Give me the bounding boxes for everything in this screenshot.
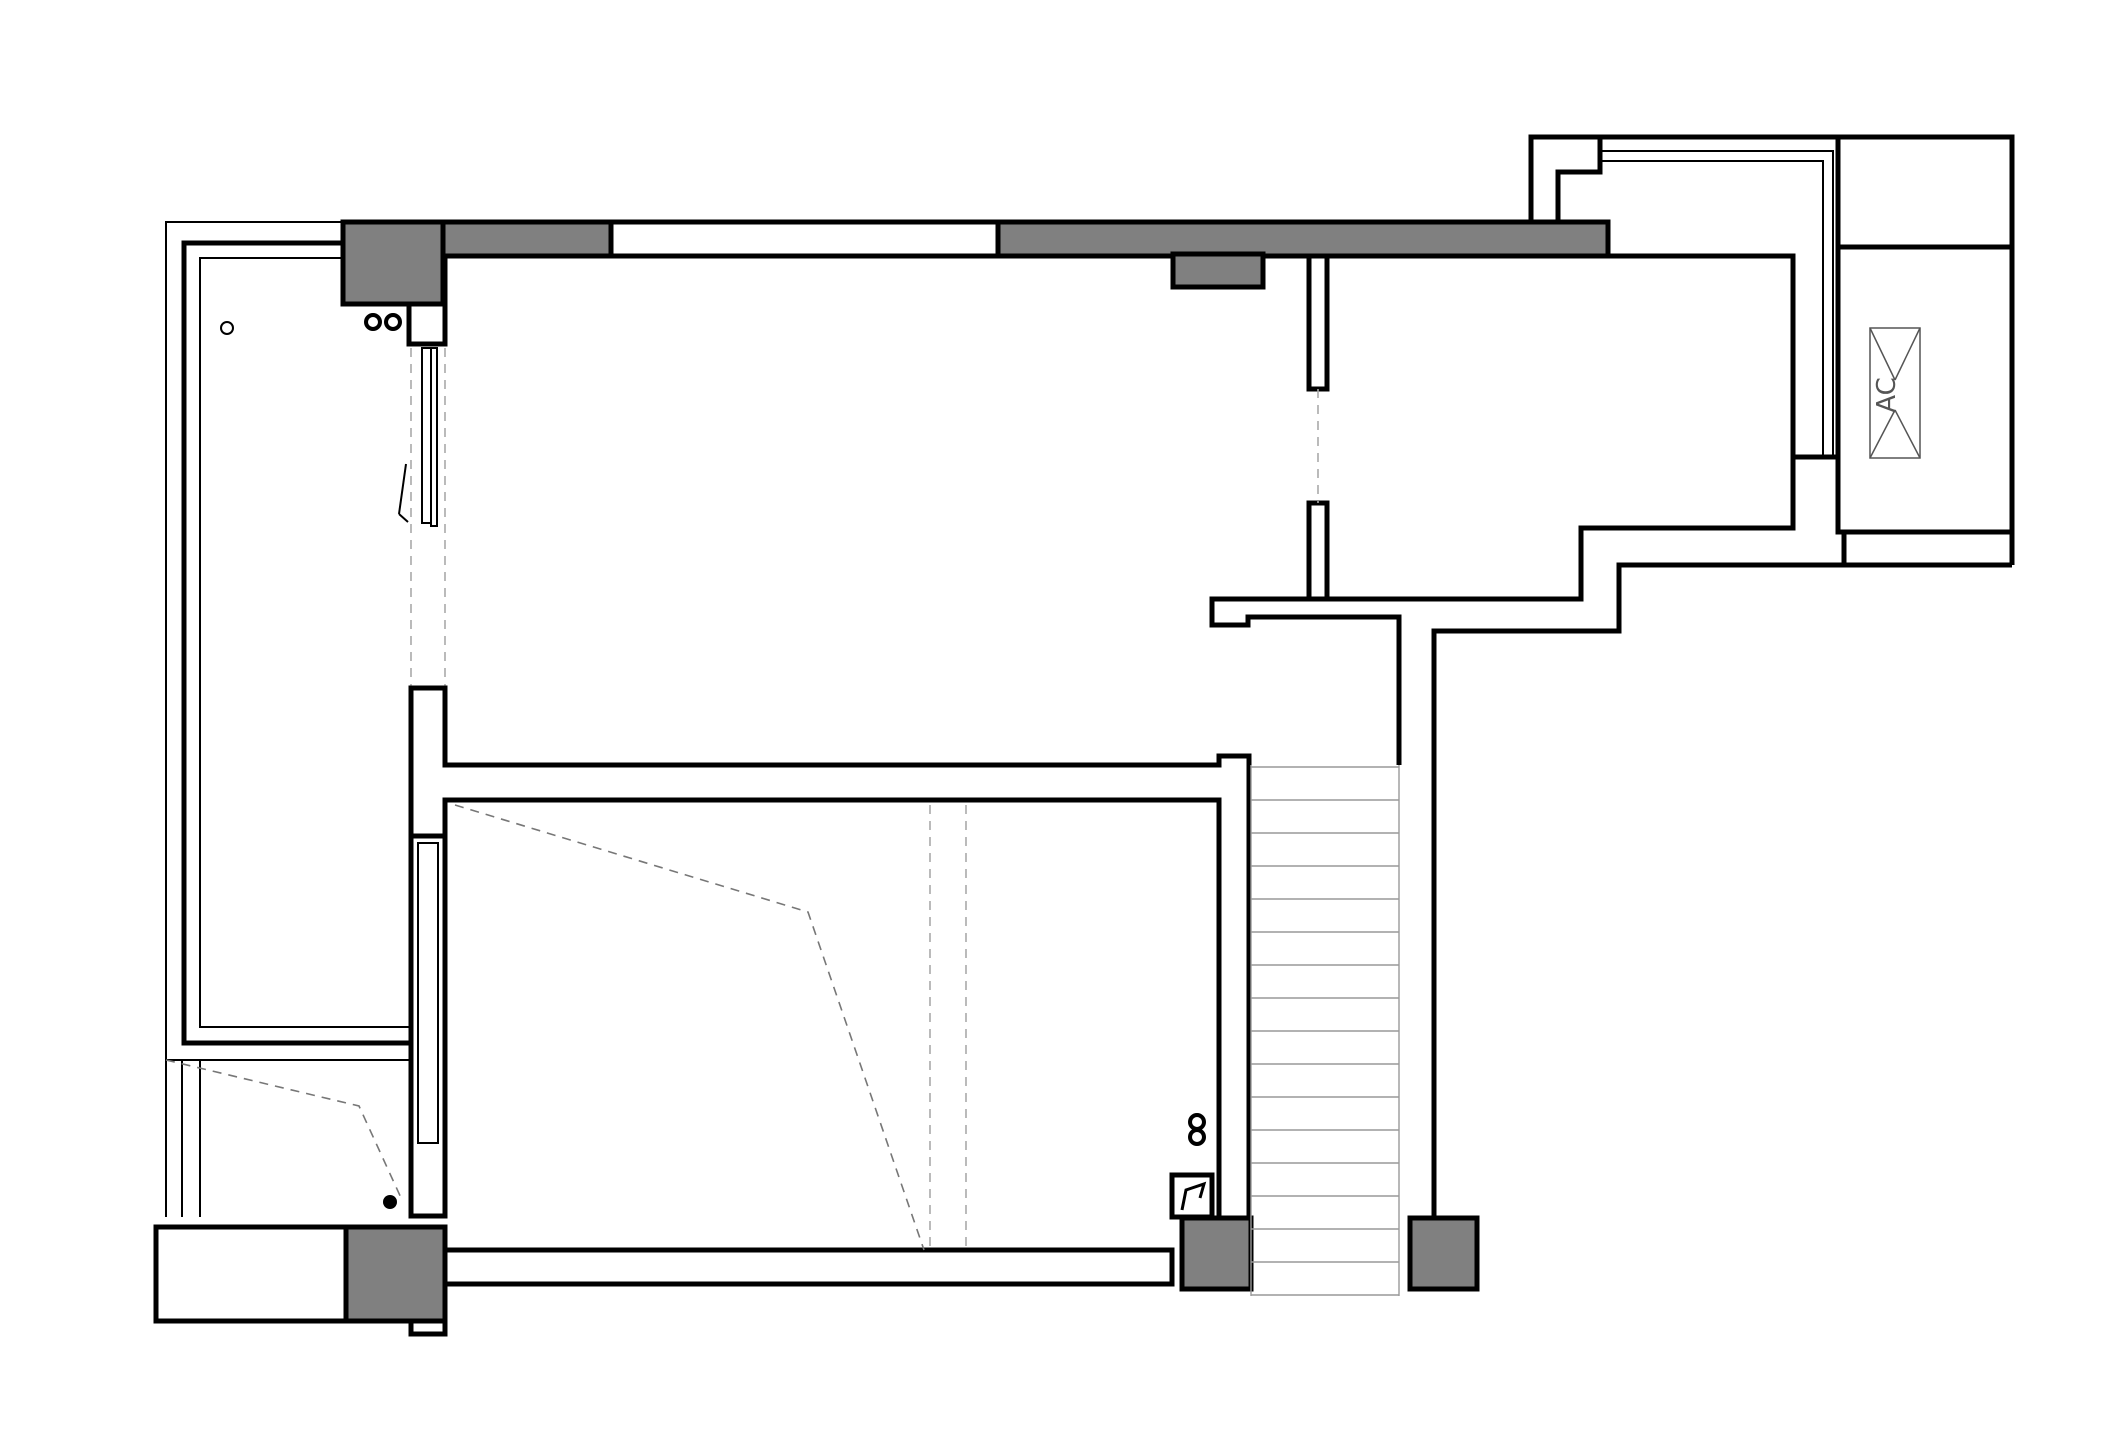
door-panel (430, 347, 438, 527)
bedroom (408, 685, 1252, 1287)
utility-shaft (1169, 1172, 1215, 1220)
column-southeast (1407, 1215, 1480, 1292)
door-handle (398, 513, 409, 523)
pipe-icon (1188, 1113, 1206, 1131)
balcony-sliding-door (398, 347, 446, 688)
balcony-parapet (181, 240, 410, 1046)
drain-icon (383, 1195, 397, 1209)
balcony-parapet-inner (199, 257, 410, 1028)
annex-wall (1528, 134, 1600, 222)
partition-wall-lower (1306, 500, 1330, 602)
north-wall-column (1170, 251, 1266, 290)
pipe-icon (1188, 1128, 1206, 1146)
corner-column-northwest (340, 219, 446, 307)
balcony-railing-outer (165, 221, 410, 1061)
ac-unit-line (1869, 327, 1896, 381)
north-interior-wall (1263, 253, 1796, 457)
ac-unit-line (1894, 409, 1921, 459)
ac-unit-label: AC (1872, 377, 1902, 412)
drain-icon (220, 321, 234, 335)
northeast-annex (1528, 134, 2015, 568)
ac-ledge (1835, 244, 2015, 535)
bedroom-north-wall (408, 685, 1252, 1221)
ac-unit-line (1894, 327, 1921, 381)
door-panel (421, 347, 432, 524)
ac-ledge-upper (1835, 134, 2015, 250)
ac-unit: AC (1869, 327, 1921, 459)
utility-shaft-icon (1180, 1181, 1207, 1211)
door-swing-outline (165, 1059, 403, 1201)
column-base (408, 1318, 448, 1337)
west-balcony (165, 221, 410, 1217)
north-wall-solid-east (995, 219, 1611, 259)
partition-wall-upper (1306, 253, 1330, 392)
bedroom-south-wall (442, 1247, 1175, 1287)
bedroom-window (417, 842, 439, 1144)
annex-inner-line (1600, 160, 1824, 457)
southwest-balcony (153, 1224, 349, 1324)
column-southwest (343, 1224, 448, 1324)
north-window (608, 219, 1001, 259)
ac-unit-line (1869, 409, 1896, 459)
ac-unit-box (1869, 327, 1921, 459)
pipe-icon (384, 313, 402, 331)
annex-inner-line (1600, 150, 1834, 457)
staircase (1250, 765, 1400, 1296)
east-exterior-wall (1431, 528, 1847, 1218)
annex-wall (1555, 137, 1603, 222)
bedroom-west-wall (408, 833, 448, 1219)
column-south (1179, 1215, 1254, 1292)
corridor-wall (1209, 596, 1402, 765)
east-room-wall (1327, 454, 1808, 602)
door-handle (398, 463, 407, 515)
wall-pier (406, 301, 448, 347)
north-wall (340, 219, 1611, 307)
wardrobe-outline (454, 804, 925, 1251)
pipe-icon (364, 313, 382, 331)
